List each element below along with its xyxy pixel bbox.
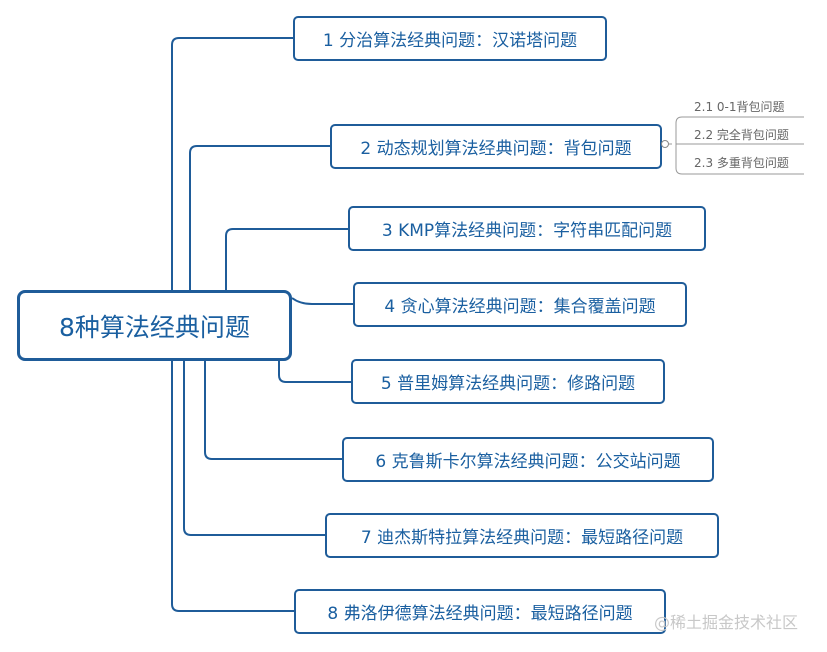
subtopic-multiple-knapsack[interactable]: 2.3 多重背包问题 (694, 156, 789, 170)
connector-sub-1 (675, 116, 804, 124)
topic-greedy[interactable]: 4 贪心算法经典问题：集合覆盖问题 (353, 282, 687, 327)
connector-branch-6 (204, 361, 342, 460)
subtopic-complete-knapsack[interactable]: 2.2 完全背包问题 (694, 128, 789, 142)
connector-branch-4 (291, 297, 353, 305)
connector-branch-3 (225, 228, 348, 290)
root-topic[interactable]: 8种算法经典问题 (17, 290, 292, 361)
topic-divide-conquer[interactable]: 1 分治算法经典问题：汉诺塔问题 (293, 16, 607, 61)
connector-branch-7 (183, 361, 325, 536)
collapse-toggle-icon[interactable] (661, 140, 669, 148)
subtopic-01-knapsack[interactable]: 2.1 0-1背包问题 (694, 100, 785, 114)
topic-prim[interactable]: 5 普里姆算法经典问题：修路问题 (351, 359, 665, 404)
connector-branch-2 (189, 145, 330, 290)
connector-branch-5 (278, 361, 351, 383)
topic-dijkstra[interactable]: 7 迪杰斯特拉算法经典问题：最短路径问题 (325, 513, 719, 558)
watermark-text: @稀土掘金技术社区 (654, 613, 799, 632)
connector-branch-8 (171, 361, 294, 612)
topic-dynamic-programming[interactable]: 2 动态规划算法经典问题：背包问题 (330, 124, 662, 169)
topic-kruskal[interactable]: 6 克鲁斯卡尔算法经典问题：公交站问题 (342, 437, 714, 482)
connector-sub-3 (675, 167, 804, 175)
topic-kmp[interactable]: 3 KMP算法经典问题：字符串匹配问题 (348, 206, 706, 251)
connector-branch-1 (171, 37, 293, 290)
topic-floyd[interactable]: 8 弗洛伊德算法经典问题：最短路径问题 (294, 589, 666, 634)
